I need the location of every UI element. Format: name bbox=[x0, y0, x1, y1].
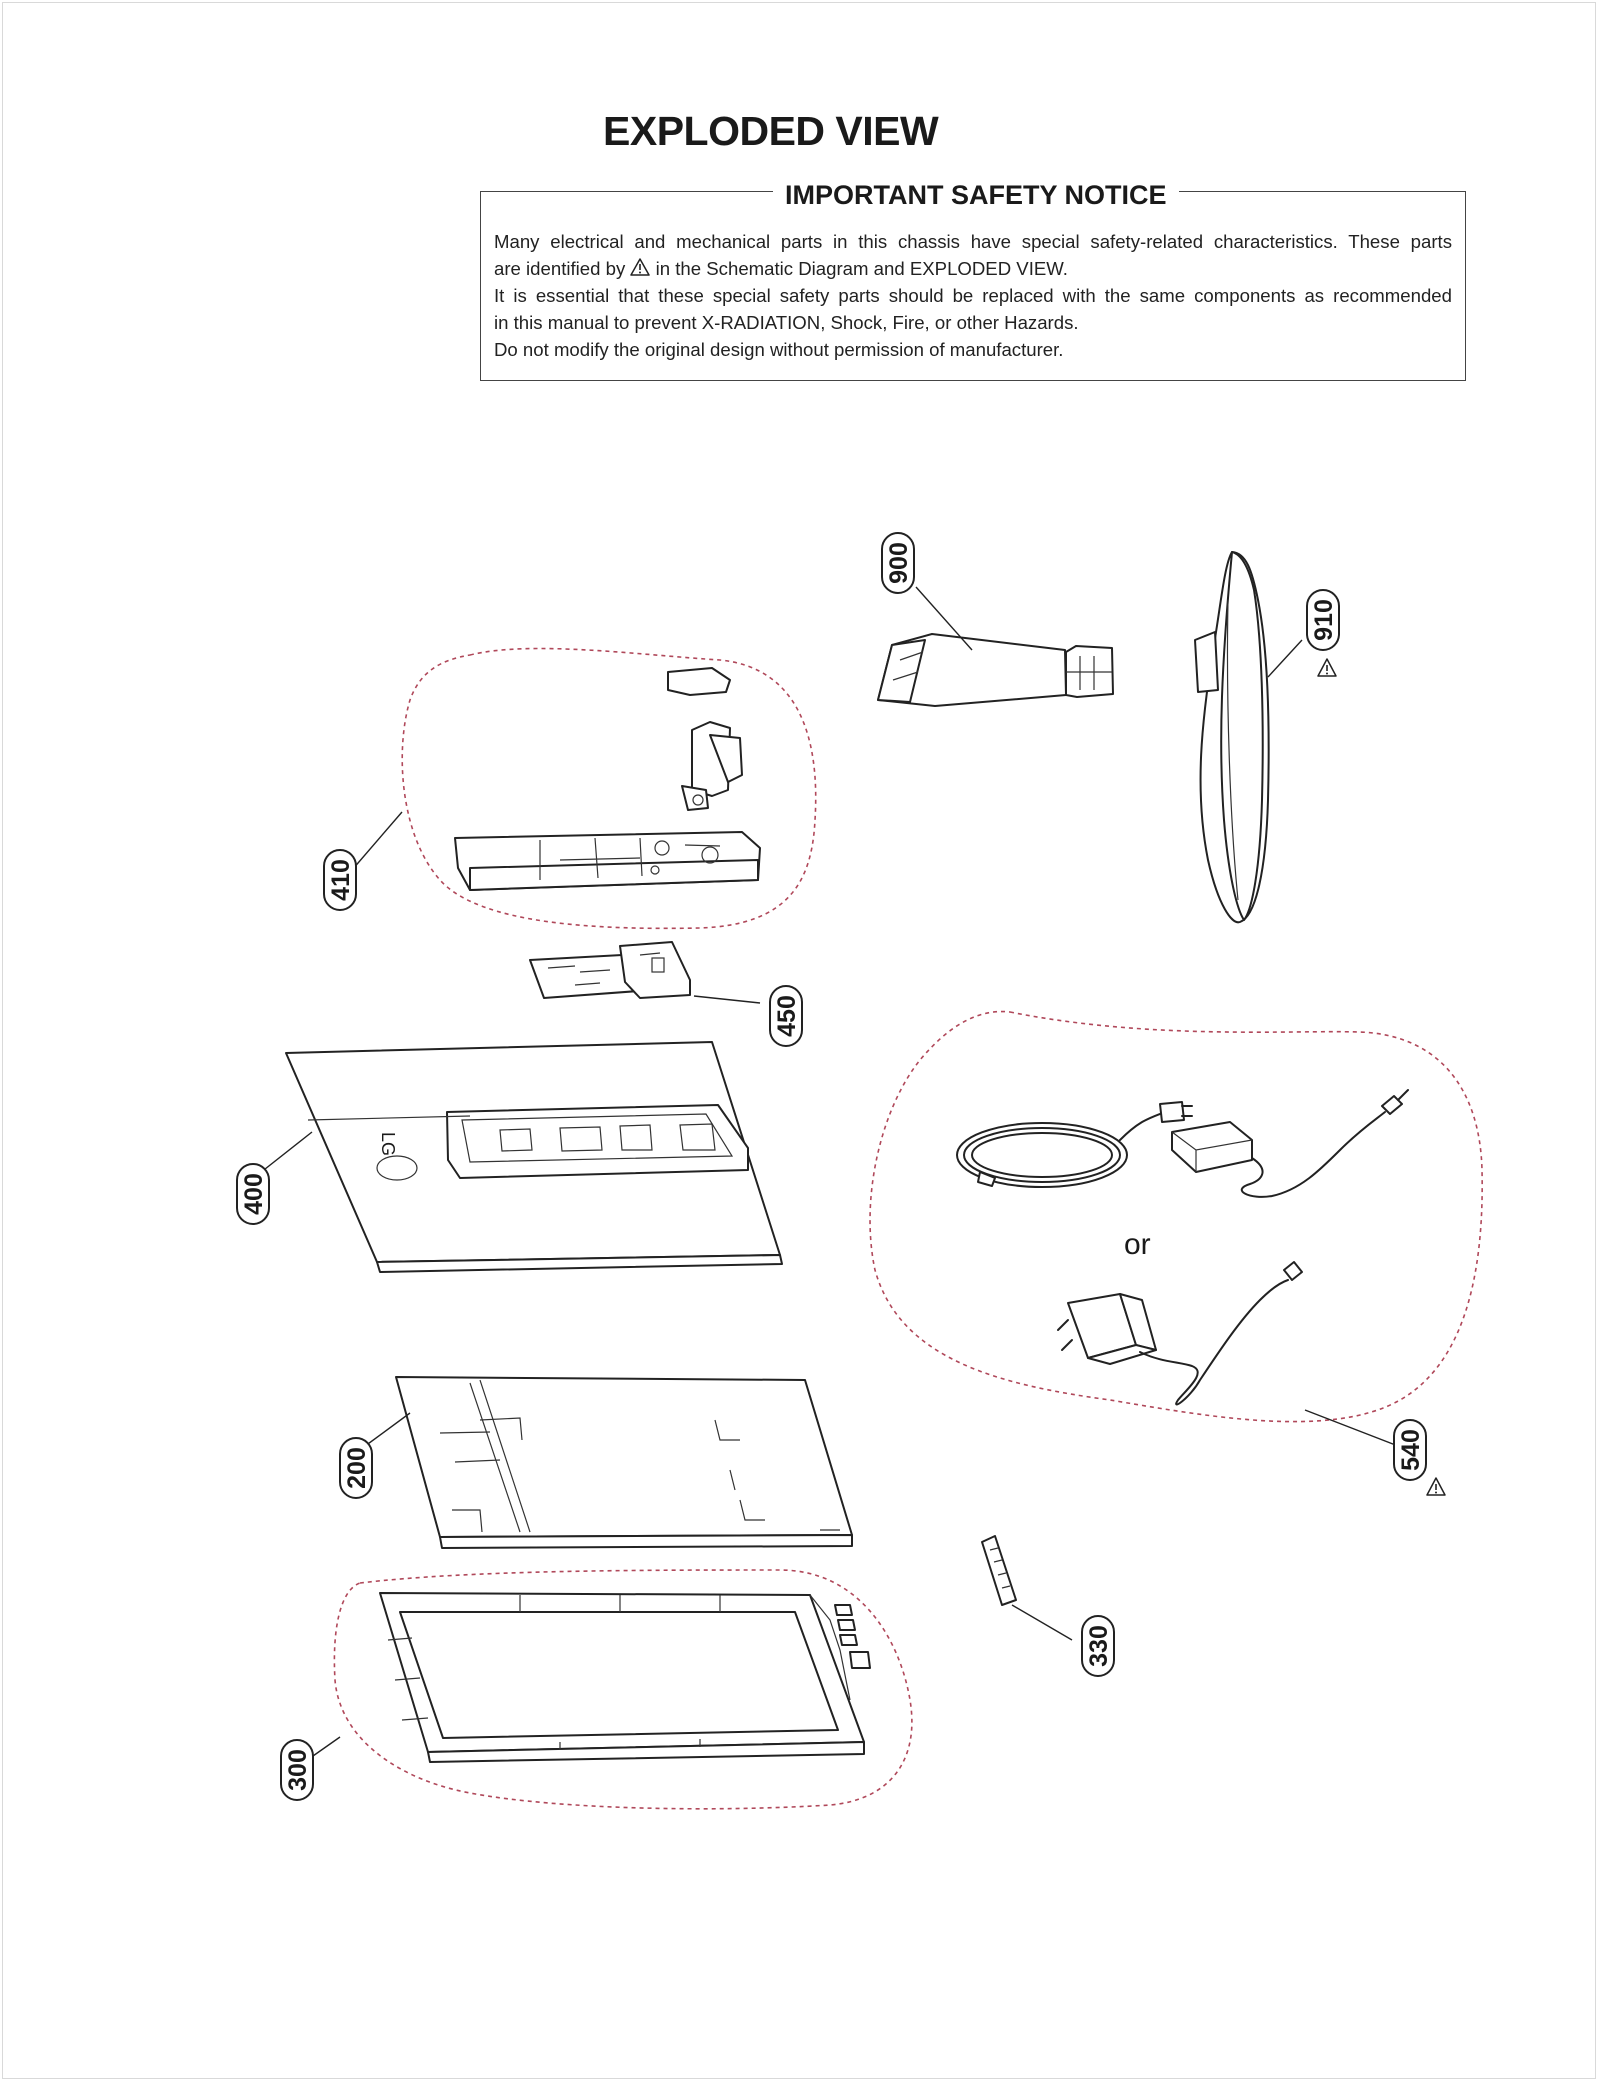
safety-notice-heading: IMPORTANT SAFETY NOTICE bbox=[773, 180, 1179, 211]
callout-910: 910 bbox=[1306, 589, 1340, 651]
part-number-910: 910 bbox=[1310, 599, 1338, 641]
part-number-410: 410 bbox=[327, 859, 355, 901]
power-cord-part bbox=[956, 1101, 1193, 1188]
part-number-300: 300 bbox=[284, 1749, 312, 1791]
back-cover-part: LG bbox=[285, 1041, 783, 1273]
callout-450: 450 bbox=[769, 985, 803, 1047]
leader-line-330 bbox=[1011, 1604, 1073, 1641]
part-number-900: 900 bbox=[885, 542, 913, 584]
notice-line-2-end: in the Schematic Diagram and EXPLODED VI… bbox=[655, 258, 1068, 279]
back-cover-bracket-assembly bbox=[454, 667, 761, 891]
notice-line-2: are identified by in the Schematic Diagr… bbox=[494, 255, 1452, 282]
notice-line-5: Do not modify the original design withou… bbox=[494, 339, 1064, 360]
callout-400: 400 bbox=[236, 1163, 270, 1225]
notice-line-1: Many electrical and mechanical parts in … bbox=[494, 231, 1452, 252]
part-number-330: 330 bbox=[1085, 1625, 1113, 1667]
safety-warning-540-icon bbox=[1426, 1477, 1446, 1496]
notice-line-2-start: are identified by bbox=[494, 258, 626, 279]
stand-neck-part bbox=[877, 633, 1114, 707]
leader-line-450 bbox=[693, 995, 761, 1004]
warning-triangle-icon bbox=[630, 258, 651, 276]
safety-notice-body: Many electrical and mechanical parts in … bbox=[494, 228, 1452, 363]
callout-200: 200 bbox=[339, 1437, 373, 1499]
group-410-outline bbox=[401, 647, 817, 930]
leader-line-410 bbox=[351, 811, 403, 871]
notice-line-3: It is essential that these special safet… bbox=[494, 285, 1452, 306]
group-300-outline bbox=[333, 1569, 913, 1810]
stand-base-part bbox=[1194, 551, 1270, 924]
part-number-200: 200 bbox=[343, 1447, 371, 1489]
notice-line-4: in this manual to prevent X-RADIATION, S… bbox=[494, 312, 1079, 333]
part-number-540: 540 bbox=[1397, 1429, 1425, 1471]
callout-900: 900 bbox=[881, 532, 915, 594]
part-number-450: 450 bbox=[773, 995, 801, 1037]
leader-line-910 bbox=[1267, 639, 1303, 678]
part-number-400: 400 bbox=[240, 1173, 268, 1215]
front-frame-part bbox=[379, 1592, 871, 1763]
control-board-part bbox=[529, 941, 691, 999]
wall-adapter-part bbox=[1057, 1261, 1303, 1406]
alternative-or-label: or bbox=[1124, 1228, 1151, 1261]
safety-warning-910-icon bbox=[1317, 658, 1337, 677]
leader-line-540 bbox=[1304, 1409, 1399, 1447]
page-title: EXPLODED VIEW bbox=[603, 108, 939, 154]
middle-frame-part bbox=[395, 1376, 853, 1549]
leader-line-400 bbox=[259, 1131, 313, 1174]
group-540-outline bbox=[869, 1010, 1483, 1423]
desktop-adapter-part bbox=[1171, 1089, 1409, 1198]
callout-330: 330 bbox=[1081, 1615, 1115, 1677]
lg-logo-mark: LG bbox=[378, 1132, 398, 1156]
small-bracket-part bbox=[981, 1535, 1017, 1606]
callout-540: 540 bbox=[1393, 1419, 1427, 1481]
callout-410: 410 bbox=[323, 849, 357, 911]
callout-300: 300 bbox=[280, 1739, 314, 1801]
leader-line-900 bbox=[915, 586, 973, 651]
